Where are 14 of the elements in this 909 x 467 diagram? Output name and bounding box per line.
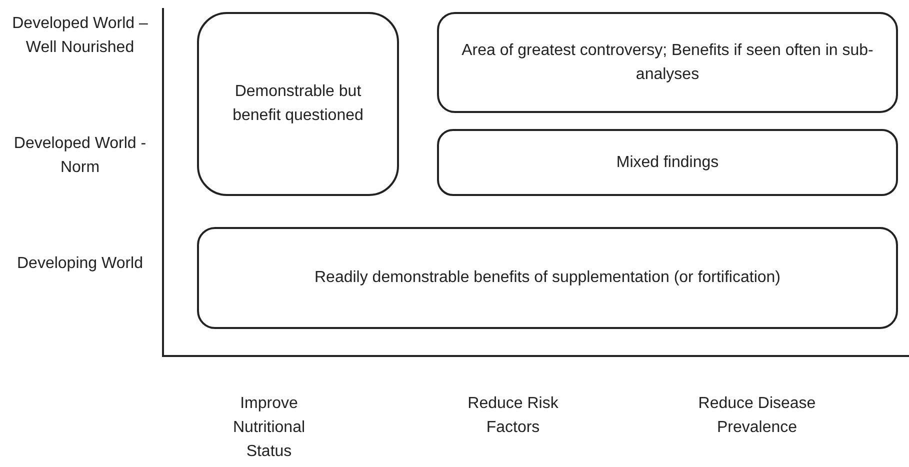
row-label: Developed World -Norm (12, 134, 148, 178)
box-text: Area of greatest controversy; Benefits if seen often in sub-analyses (460, 40, 874, 84)
column-label: Reduce Disease Prevalence (697, 394, 817, 438)
box-text: Demonstrable but benefit questioned (232, 82, 364, 126)
box-text: Mixed findings (615, 152, 720, 172)
rounded-box (437, 12, 898, 113)
row-label: Developed World –Well Nourished (11, 14, 149, 58)
column-label: Improve Nutritional Status (232, 394, 306, 462)
rounded-box (197, 227, 898, 329)
rounded-box (437, 129, 898, 196)
row-label: Developing World (16, 254, 144, 274)
rounded-box (197, 12, 399, 196)
column-label: Reduce Risk Factors (466, 394, 560, 438)
box-text: Readily demonstrable benefits of supplementation (or fortification) (313, 268, 782, 288)
